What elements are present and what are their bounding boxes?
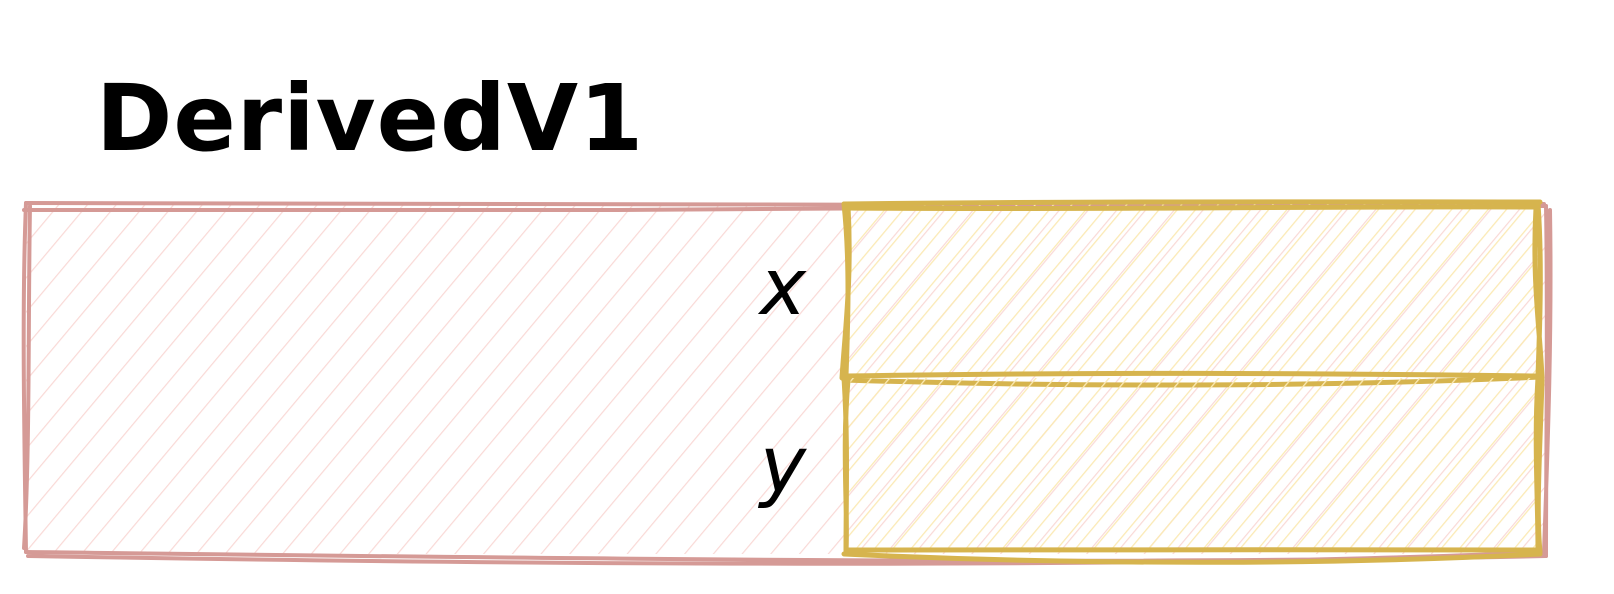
field-cell-x-hatch [846,204,1538,376]
struct-box-left-edge [21,201,32,554]
struct-box-right-edge [1542,204,1553,558]
field-cell-y [841,375,1545,565]
field-cell-x-right-edge [1532,201,1545,381]
field-cell-y-left-edge [841,375,851,555]
field-label-y: y [758,421,808,511]
field-cell-x-top-edge [841,199,1543,212]
field-cell-y-right-edge [1533,375,1545,555]
field-cell-y-bottom-edge [841,546,1543,565]
field-cell-y-hatch [846,378,1538,550]
diagram-title: DerivedV1 [96,65,644,172]
field-label-x: x [757,243,807,333]
field-cell-x [839,199,1545,388]
field-cell-x-left-edge [839,201,852,381]
